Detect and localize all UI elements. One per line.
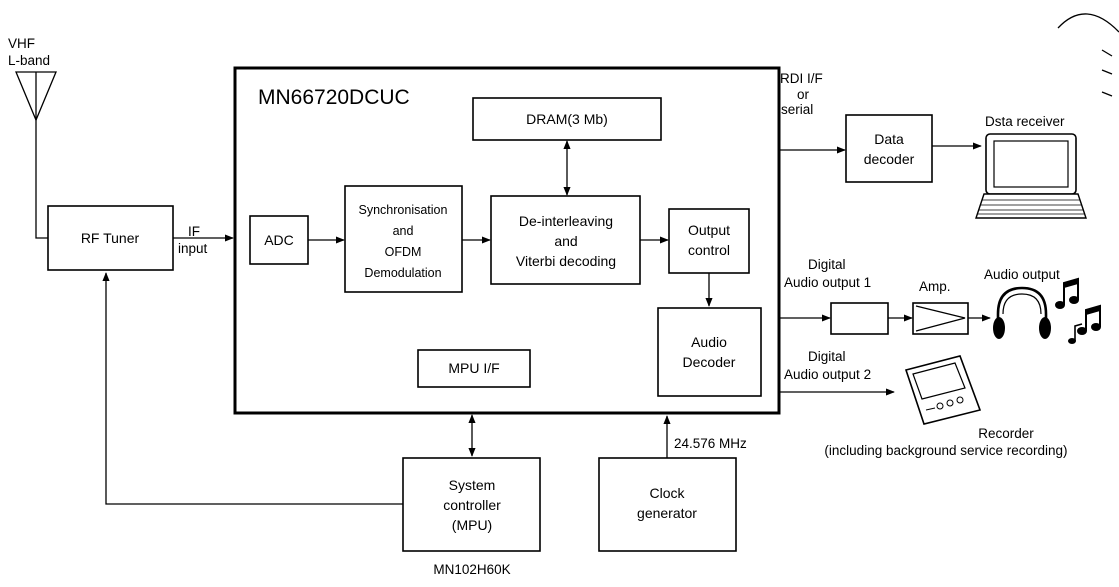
svg-text:and: and	[393, 224, 414, 238]
svg-text:DRAM(3 Mb): DRAM(3 Mb)	[526, 111, 608, 127]
svg-text:ADC: ADC	[264, 232, 294, 248]
sync-ofdm-block: Synchronisation and OFDM Demodulation	[344, 185, 463, 293]
controller-to-tuner-line	[102, 272, 403, 505]
output-control-block: Output control	[668, 208, 750, 274]
audio-interface-block	[830, 302, 889, 335]
antenna-icon	[15, 71, 57, 122]
rdi-label-3: serial	[781, 102, 813, 117]
svg-text:System: System	[449, 477, 496, 493]
dram-block: DRAM(3 Mb)	[472, 97, 662, 141]
digital-audio-1-label-2: Audio output 1	[784, 275, 871, 290]
svg-text:MPU I/F: MPU I/F	[448, 360, 499, 376]
clock-frequency-label: 24.576 MHz	[674, 436, 747, 451]
svg-text:Data: Data	[874, 131, 904, 147]
mpu-if-block: MPU I/F	[417, 349, 531, 388]
svg-text:Demodulation: Demodulation	[364, 266, 441, 280]
rdi-label-2: or	[797, 87, 810, 102]
decorative-arc	[1057, 13, 1119, 97]
svg-text:Decoder: Decoder	[683, 354, 736, 370]
antenna-feed-line	[35, 120, 48, 239]
svg-text:control: control	[688, 242, 730, 258]
recorder-icon	[904, 355, 982, 425]
amplifier-icon	[912, 302, 969, 335]
svg-text:decoder: decoder	[864, 151, 915, 167]
if-input-label-1: IF	[188, 224, 200, 239]
svg-text:generator: generator	[637, 505, 697, 521]
system-controller-block: System controller (MPU)	[402, 457, 541, 552]
chip-name: MN66720DCUC	[258, 86, 410, 109]
rdi-label-1: RDI I/F	[780, 71, 823, 86]
svg-text:RF Tuner: RF Tuner	[81, 230, 140, 246]
adc-block: ADC	[249, 215, 309, 265]
antenna-label-vhf: VHF	[8, 36, 35, 51]
antenna-label-lband: L-band	[8, 53, 50, 68]
chip-boundary	[233, 66, 781, 415]
if-input-label-2: input	[178, 241, 208, 256]
rf-tuner-block: RF Tuner	[47, 205, 174, 271]
svg-text:Audio: Audio	[691, 334, 727, 350]
svg-text:Output: Output	[688, 222, 730, 238]
svg-text:controller: controller	[443, 497, 501, 513]
recorder-label: Recorder	[978, 426, 1034, 441]
headphones-icon	[993, 286, 1051, 339]
deinterleave-block: De-interleaving and Viterbi decoding	[490, 195, 641, 285]
svg-text:(MPU): (MPU)	[452, 517, 492, 533]
dsta-receiver-label: Dsta receiver	[985, 114, 1065, 129]
svg-text:and: and	[554, 233, 577, 249]
amp-label: Amp.	[919, 279, 951, 294]
svg-text:OFDM: OFDM	[385, 245, 422, 259]
digital-audio-2-label-2: Audio output 2	[784, 367, 871, 382]
mpu-part-number: MN102H60K	[433, 562, 510, 577]
data-decoder-block: Data decoder	[845, 114, 933, 183]
laptop-icon	[975, 133, 1087, 219]
digital-audio-1-label-1: Digital	[808, 257, 846, 272]
svg-text:Viterbi decoding: Viterbi decoding	[516, 253, 616, 269]
digital-audio-2-label-1: Digital	[808, 349, 846, 364]
recorder-sublabel: (including background service recording)	[824, 443, 1067, 458]
audio-output-label: Audio output	[984, 267, 1060, 282]
svg-text:Clock: Clock	[649, 485, 685, 501]
clock-generator-block: Clock generator	[598, 457, 737, 552]
svg-text:De-interleaving: De-interleaving	[519, 213, 613, 229]
svg-text:Synchronisation: Synchronisation	[359, 203, 448, 217]
music-notes-icon	[1055, 277, 1101, 344]
audio-decoder-block: Audio Decoder	[657, 307, 762, 397]
